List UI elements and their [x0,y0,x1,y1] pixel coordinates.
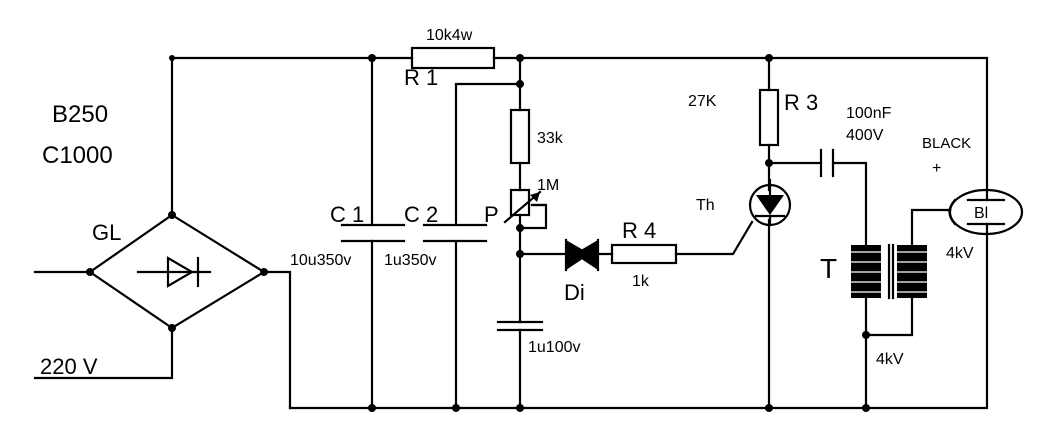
r-33k-label: 33k [537,130,564,147]
pot-value-label: 1M [537,177,559,194]
lamp-voltage-label: 4kV [946,245,974,262]
hv-capacitor-value-label: 100nF [846,105,892,122]
c2-value-label: 1u350v [384,252,437,269]
pot-name-label: P [484,202,499,227]
diac [564,238,600,272]
timing-capacitor [496,320,544,332]
timing-capacitor-label: 1u100v [528,339,581,356]
r1-resistor [410,46,496,70]
thyristor-name-label: Th [696,197,715,214]
lamp-name-label: Bl [974,205,988,222]
flash-tube [948,188,1024,236]
diac-name-label: Di [564,280,585,305]
r1-name-label: R 1 [404,65,438,90]
junction-dots [169,54,870,412]
c1-name-label: C 1 [330,202,364,227]
c1-value-label: 10u350v [290,252,351,269]
r3-value-label: 27K [688,93,717,110]
lamp-plus-label: + [932,160,941,177]
hv-capacitor [819,148,835,178]
r3-name-label: R 3 [784,90,818,115]
potentiometer [503,188,547,224]
c2-name-label: C 2 [404,202,438,227]
hv-capacitor-voltage-label: 400V [846,127,884,144]
r4-value-label: 1k [632,273,650,290]
r4-resistor [610,243,678,265]
transformer-voltage-label: 4kV [876,351,904,368]
transformer-name-label: T [820,253,837,284]
c1-capacitor [340,223,406,243]
bridge-model-label: B250 [52,101,108,128]
mains-label: 220 V [40,354,98,379]
r3-resistor [758,88,780,147]
bridge-rectifier [86,211,268,332]
bridge-model-label-2: C1000 [42,142,113,169]
r-33k-resistor [509,108,531,165]
lamp-wire-label: BLACK [922,135,971,152]
c2-capacitor [422,223,488,243]
r4-name-label: R 4 [622,218,656,243]
r1-value-label: 10k4w [426,27,473,44]
bridge-name-label: GL [92,220,121,245]
thyristor [748,178,792,227]
transformer [851,243,927,300]
